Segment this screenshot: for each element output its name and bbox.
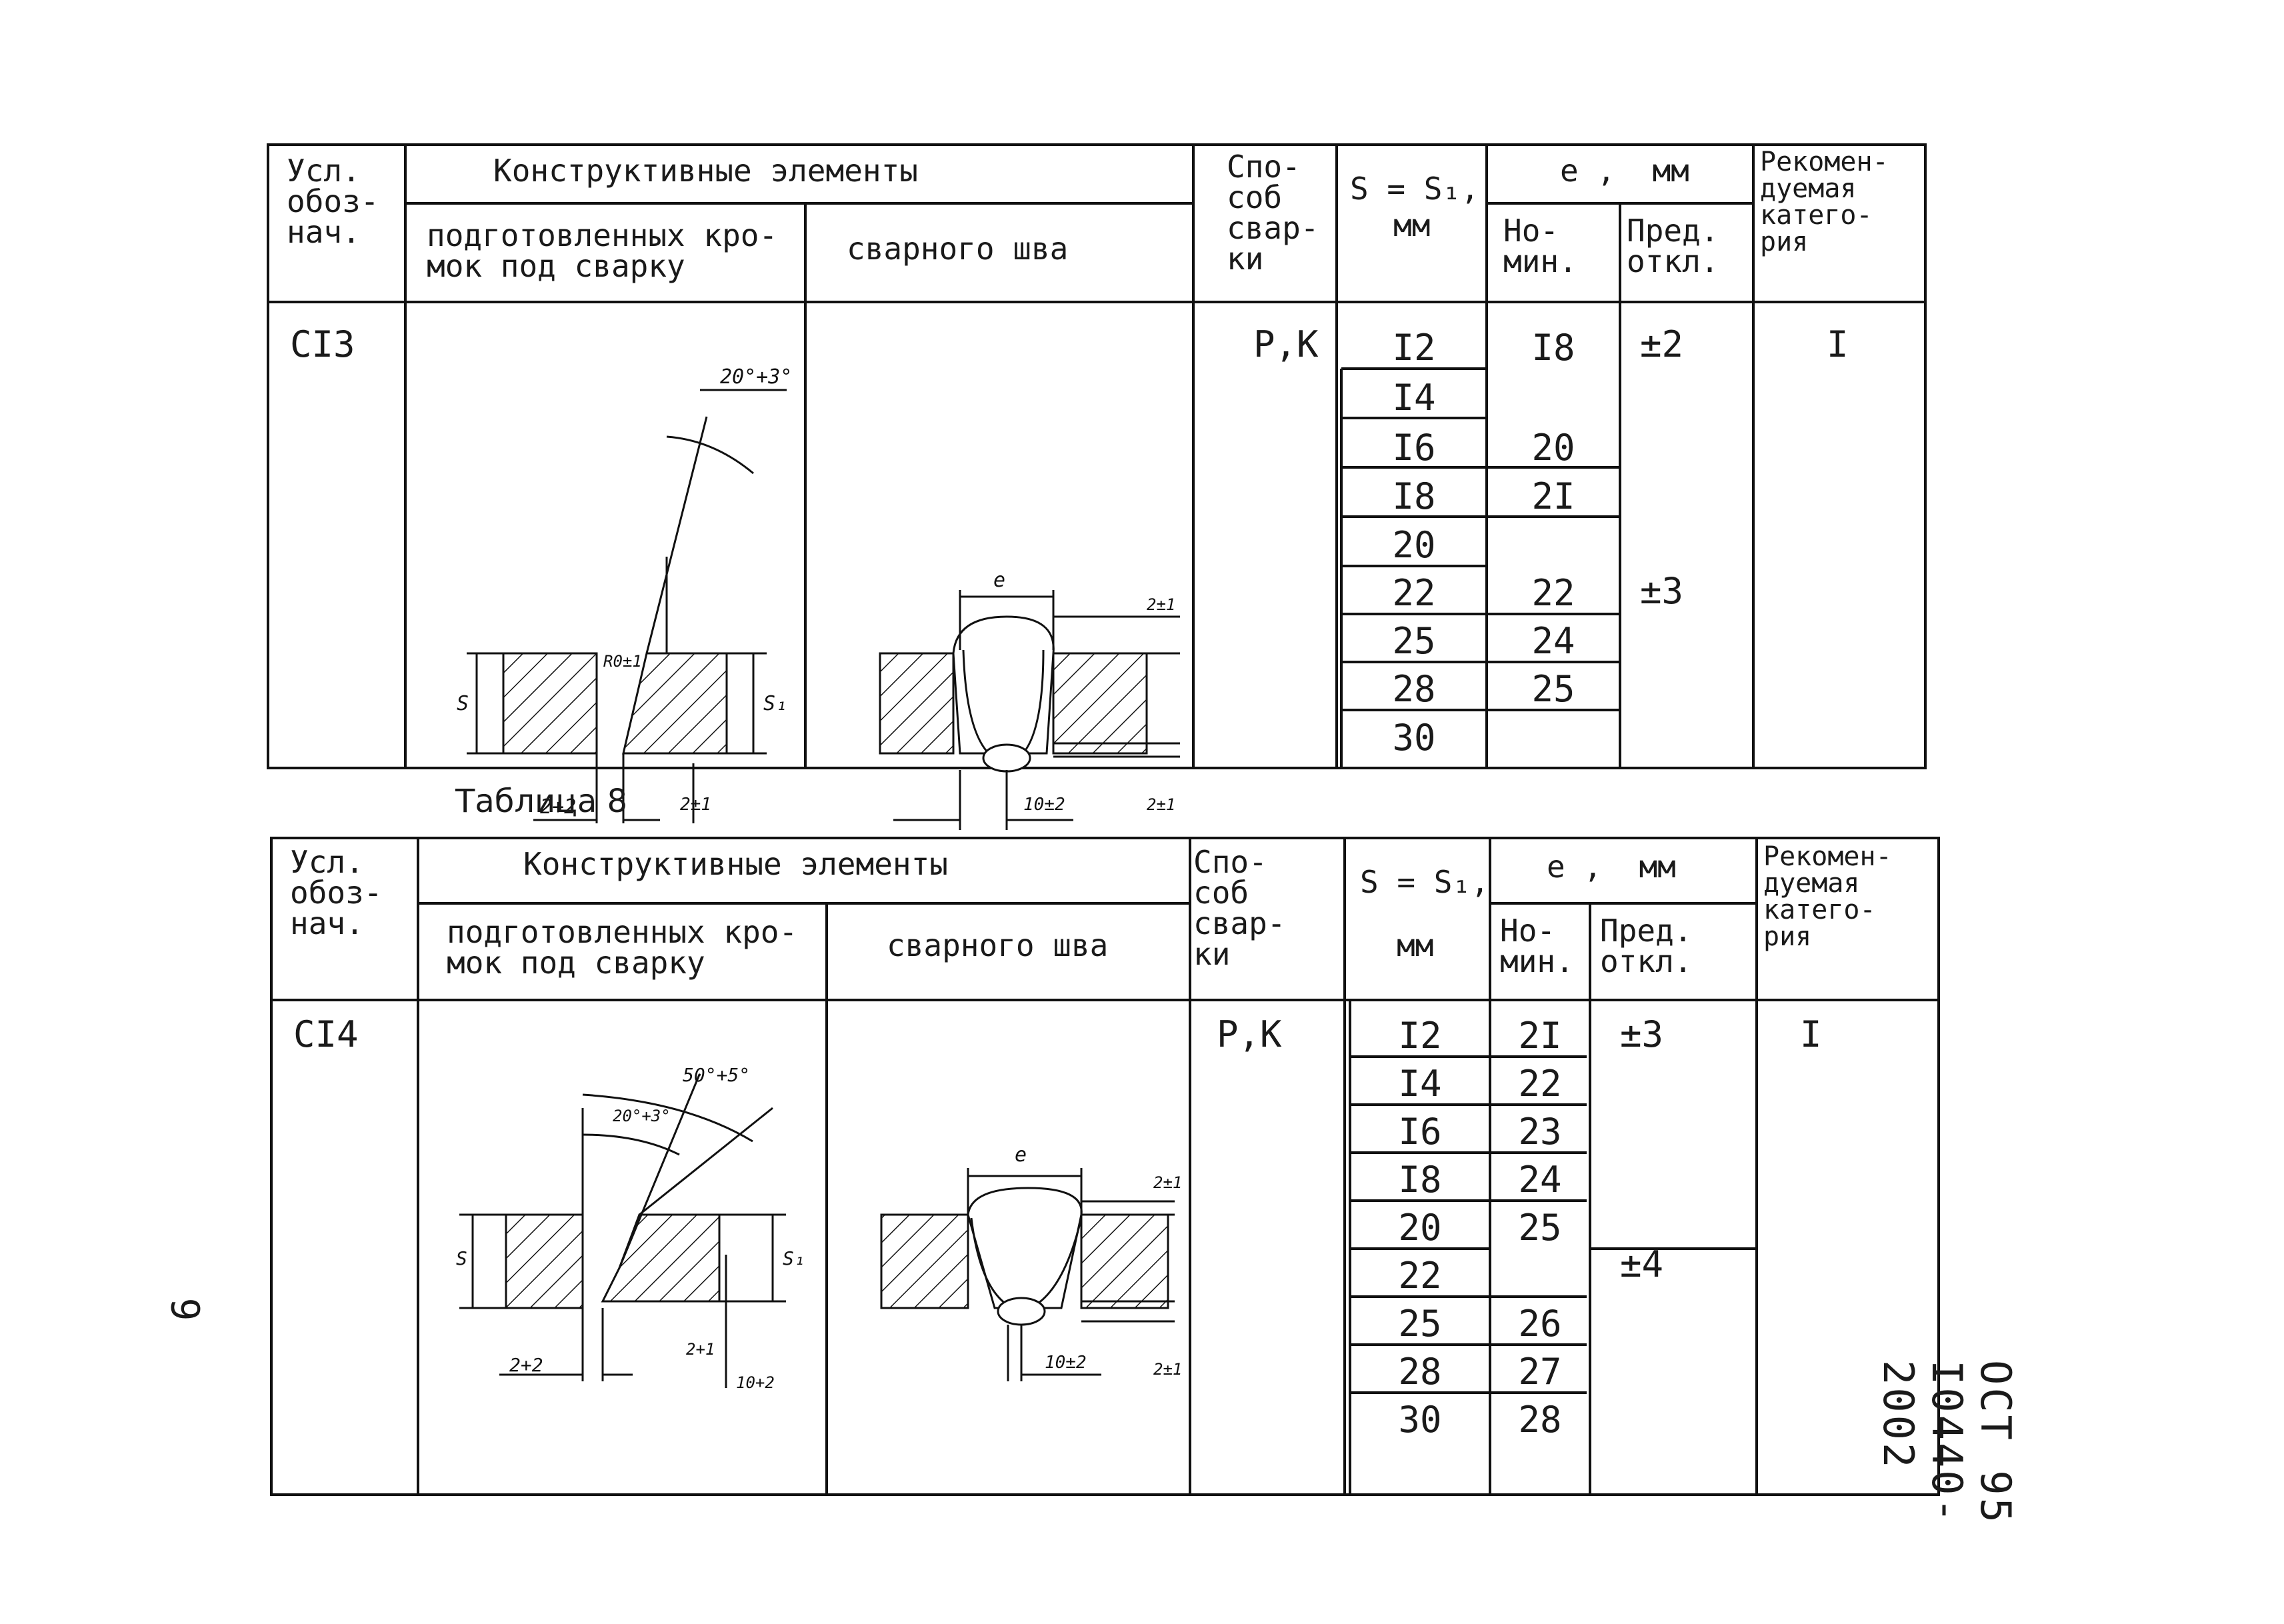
s-value: 28 — [1398, 1351, 1442, 1393]
sketch-weld-seam: e 10±2 2±1 2±1 — [879, 569, 1180, 830]
category-value: I — [1827, 323, 1849, 365]
header-welding-method: Спо- соб свар- ки — [1193, 844, 1286, 972]
e-nominal-value: 2I — [1518, 1015, 1562, 1057]
s-value: I6 — [1392, 427, 1436, 469]
header-designation: Усл. обоз- нач. — [287, 153, 379, 250]
svg-text:10+2: 10+2 — [736, 1373, 775, 1392]
header-category: Рекомен- дуемая катего- рия — [1760, 147, 1889, 257]
header-prepared-edges: подготовленных кро- мок под сварку — [427, 217, 778, 284]
e-nominal-value: 28 — [1518, 1399, 1562, 1441]
e-nominal-value: 25 — [1518, 1207, 1562, 1249]
svg-text:10±2: 10±2 — [1023, 795, 1065, 815]
header-structural-elements: Конструктивные элементы — [493, 153, 918, 189]
table-caption: Таблица 8 — [455, 783, 628, 820]
e-nominal-value: 24 — [1518, 1159, 1562, 1201]
s-value: I8 — [1392, 475, 1436, 517]
svg-text:2±1: 2±1 — [680, 795, 711, 815]
header-structural-elements: Конструктивные элементы — [523, 846, 948, 882]
header-weld-seam: сварного шва — [847, 231, 1069, 267]
s-value: I4 — [1398, 1063, 1442, 1105]
header-nominal: Но- мин. — [1503, 213, 1577, 279]
sketch-weld-seam: e 10±2 2±1 2±1 — [880, 1143, 1182, 1381]
svg-text:20°+3°: 20°+3° — [613, 1107, 671, 1125]
header-deviation: Пред. откл. — [1600, 913, 1693, 979]
document-id: ОСТ 95 I0440-2002 — [1874, 1360, 2020, 1525]
table-ci4-grid — [270, 837, 1940, 1496]
header-e-mm: e , мм — [1560, 153, 1689, 189]
svg-text:S₁: S₁ — [783, 1247, 805, 1269]
deviation-value: ±3 — [1620, 1013, 1664, 1055]
method-value: Р,К — [1217, 1013, 1282, 1055]
method-value: Р,К — [1253, 323, 1319, 365]
table-ci3: Усл. обоз- нач. Конструктивные элементы … — [267, 143, 1927, 830]
svg-text:2±1: 2±1 — [1153, 1360, 1182, 1379]
svg-text:S: S — [457, 692, 469, 715]
page-number: 9 — [162, 1297, 208, 1321]
svg-text:R0±1: R0±1 — [603, 652, 642, 671]
header-prepared-edges: подготовленных кро- мок под сварку — [447, 914, 798, 981]
s-value: I8 — [1398, 1159, 1442, 1201]
deviation-value: ±2 — [1640, 323, 1684, 365]
header-welding-method: Спо- соб свар- ки — [1227, 149, 1319, 277]
s-value: I2 — [1392, 327, 1436, 369]
header-e-mm: e , мм — [1547, 849, 1676, 885]
deviation-value: ±4 — [1620, 1243, 1664, 1285]
header-s-units: мм — [1393, 207, 1431, 243]
e-nominal-value: 22 — [1518, 1063, 1562, 1105]
header-nominal: Но- мин. — [1500, 913, 1574, 979]
sketch-prepared-edges: 50°+5° 20°+3° 2+2 S S₁ 2+1 10+2 — [456, 1064, 805, 1392]
svg-text:S: S — [456, 1247, 467, 1269]
svg-text:2+2: 2+2 — [509, 1354, 543, 1376]
e-nominal-value: 24 — [1531, 620, 1575, 662]
s-value: 20 — [1398, 1207, 1442, 1249]
s-value: 22 — [1398, 1255, 1442, 1297]
header-deviation: Пред. откл. — [1627, 213, 1719, 279]
header-s-units: мм — [1397, 927, 1434, 963]
e-nominal-value: 22 — [1531, 572, 1575, 614]
e-nominal-value: 25 — [1531, 668, 1575, 710]
e-nominal-value: 2I — [1531, 475, 1575, 517]
e-nominal-value: I8 — [1531, 327, 1575, 369]
header-s-eq-s1: S = S₁, — [1350, 171, 1479, 207]
e-nominal-value: 26 — [1518, 1303, 1562, 1345]
s-value: 22 — [1392, 572, 1436, 614]
header-s-eq-s1: S = S₁, — [1360, 864, 1489, 900]
header-category: Рекомен- дуемая катего- рия — [1763, 841, 1892, 952]
s-value: I4 — [1392, 377, 1436, 419]
table-ci3-grid — [267, 143, 1927, 769]
svg-text:2±1: 2±1 — [1153, 1173, 1182, 1192]
svg-text:50°+5°: 50°+5° — [683, 1064, 750, 1086]
svg-text:e: e — [993, 569, 1005, 592]
s-value: I2 — [1398, 1015, 1442, 1057]
designation-value: СI4 — [293, 1013, 359, 1055]
s-value: 30 — [1398, 1399, 1442, 1441]
e-nominal-value: 27 — [1518, 1351, 1562, 1393]
svg-text:2±1: 2±1 — [1147, 595, 1175, 614]
table-ci4: Усл. обоз- нач. Конструктивные элементы … — [270, 837, 1940, 1497]
svg-text:2±1: 2±1 — [1147, 795, 1175, 814]
sketch-prepared-edges: 20°+3° R0±1 2+2 S S₁ 2±1 — [457, 365, 792, 823]
s-value: 20 — [1392, 524, 1436, 566]
s-value: 28 — [1392, 668, 1436, 710]
svg-text:2+2: 2+2 — [540, 795, 576, 819]
header-designation: Усл. обоз- нач. — [290, 844, 383, 941]
e-nominal-value: 20 — [1531, 427, 1575, 469]
s-value: 25 — [1398, 1303, 1442, 1345]
s-value: 25 — [1392, 620, 1436, 662]
s-value: 30 — [1392, 717, 1436, 759]
category-value: I — [1800, 1013, 1822, 1055]
svg-text:2+1: 2+1 — [686, 1340, 715, 1359]
svg-text:10±2: 10±2 — [1045, 1353, 1087, 1373]
designation-value: СI3 — [290, 323, 355, 365]
deviation-value: ±3 — [1640, 570, 1684, 612]
e-nominal-value: 23 — [1518, 1111, 1562, 1153]
header-weld-seam: сварного шва — [887, 927, 1109, 963]
svg-text:e: e — [1015, 1143, 1027, 1167]
svg-text:S₁: S₁ — [763, 692, 787, 715]
s-value: I6 — [1398, 1111, 1442, 1153]
svg-text:20°+3°: 20°+3° — [720, 365, 792, 389]
